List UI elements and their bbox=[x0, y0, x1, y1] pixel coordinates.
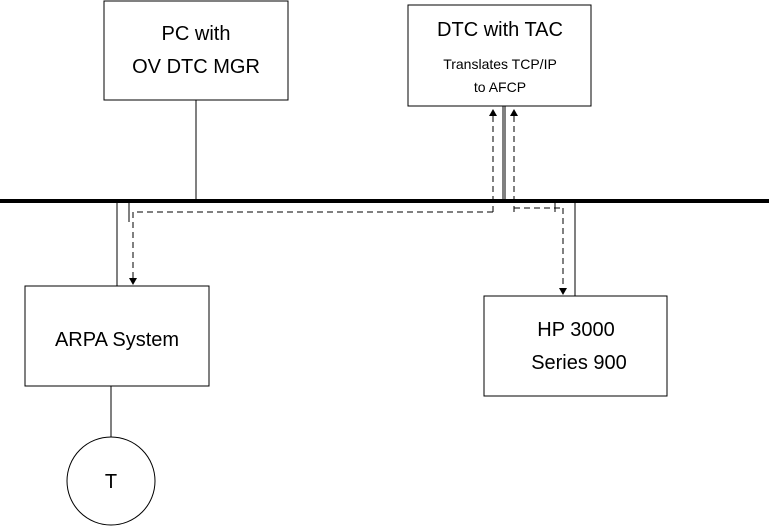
pc-label-line2: OV DTC MGR bbox=[132, 56, 260, 78]
dtc-title: DTC with TAC bbox=[437, 19, 563, 41]
terminal-label: T bbox=[105, 471, 117, 493]
terminal-circle bbox=[66, 436, 156, 526]
arpa-box bbox=[24, 285, 210, 387]
pc-label-line1: PC with bbox=[162, 23, 231, 45]
dtc-box bbox=[407, 4, 592, 107]
hp-label-line2: Series 900 bbox=[531, 352, 627, 374]
dtc-line2: to AFCP bbox=[474, 79, 526, 95]
dtc-line1: Translates TCP/IP bbox=[443, 56, 557, 72]
hp-box bbox=[483, 295, 668, 397]
pc-box bbox=[103, 0, 289, 101]
hp-label-line1: HP 3000 bbox=[537, 319, 614, 341]
arpa-label: ARPA System bbox=[55, 329, 179, 351]
